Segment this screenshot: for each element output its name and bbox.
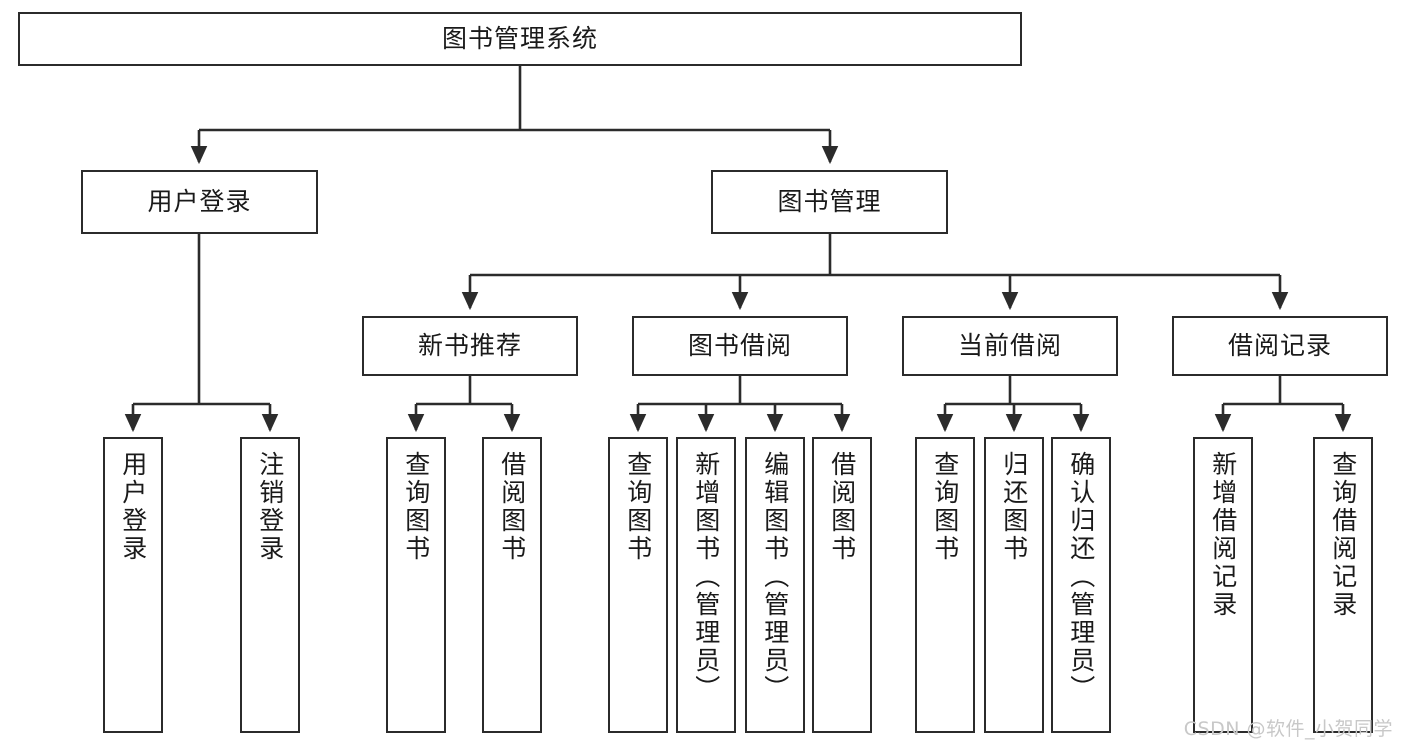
leaf-recommend-borrow-book[interactable]: 借阅图书 <box>482 437 542 733</box>
node-label: 查询图书 <box>930 451 960 563</box>
leaf-user-login-signout[interactable]: 注销登录 <box>240 437 300 733</box>
node-user-login[interactable]: 用户登录 <box>81 170 318 234</box>
leaf-current-return-book[interactable]: 归还图书 <box>984 437 1044 733</box>
node-label: 借阅图书 <box>497 451 527 563</box>
leaf-recommend-query-book[interactable]: 查询图书 <box>386 437 446 733</box>
node-label: 查询图书 <box>401 451 431 563</box>
leaf-record-query-record[interactable]: 查询借阅记录 <box>1313 437 1373 733</box>
node-current-borrow[interactable]: 当前借阅 <box>902 316 1118 376</box>
node-root-system[interactable]: 图书管理系统 <box>18 12 1022 66</box>
leaf-record-add-record[interactable]: 新增借阅记录 <box>1193 437 1253 733</box>
node-label: 注销登录 <box>255 451 285 563</box>
node-label: 当前借阅 <box>957 331 1062 361</box>
leaf-borrow-borrow-book[interactable]: 借阅图书 <box>812 437 872 733</box>
leaf-borrow-add-book-admin[interactable]: 新增图书（管理员） <box>676 437 736 733</box>
leaf-user-login-signin[interactable]: 用户登录 <box>103 437 163 733</box>
node-label: 查询借阅记录 <box>1328 451 1358 619</box>
node-borrow-record[interactable]: 借阅记录 <box>1172 316 1388 376</box>
leaf-current-query-book[interactable]: 查询图书 <box>915 437 975 733</box>
node-new-book-recommend[interactable]: 新书推荐 <box>362 316 578 376</box>
node-label: 图书管理 <box>777 187 882 217</box>
node-label: 编辑图书（管理员） <box>760 451 790 703</box>
leaf-borrow-edit-book-admin[interactable]: 编辑图书（管理员） <box>745 437 805 733</box>
node-label: 借阅图书 <box>827 451 857 563</box>
node-label: 用户登录 <box>147 187 252 217</box>
leaf-borrow-query-book[interactable]: 查询图书 <box>608 437 668 733</box>
node-label: 确认归还（管理员） <box>1066 451 1096 703</box>
node-label: 图书管理系统 <box>441 24 598 54</box>
node-label: 借阅记录 <box>1227 331 1332 361</box>
node-label: 新增借阅记录 <box>1208 451 1238 619</box>
watermark: CSDN @软件_小贺同学 <box>1183 718 1393 740</box>
leaf-current-confirm-return-admin[interactable]: 确认归还（管理员） <box>1051 437 1111 733</box>
node-book-management[interactable]: 图书管理 <box>711 170 948 234</box>
node-label: 查询图书 <box>623 451 653 563</box>
node-label: 图书借阅 <box>687 331 792 361</box>
node-book-borrow[interactable]: 图书借阅 <box>632 316 848 376</box>
node-label: 用户登录 <box>118 451 148 563</box>
node-label: 新书推荐 <box>417 331 522 361</box>
node-label: 新增图书（管理员） <box>691 451 721 703</box>
node-label: 归还图书 <box>999 451 1029 563</box>
